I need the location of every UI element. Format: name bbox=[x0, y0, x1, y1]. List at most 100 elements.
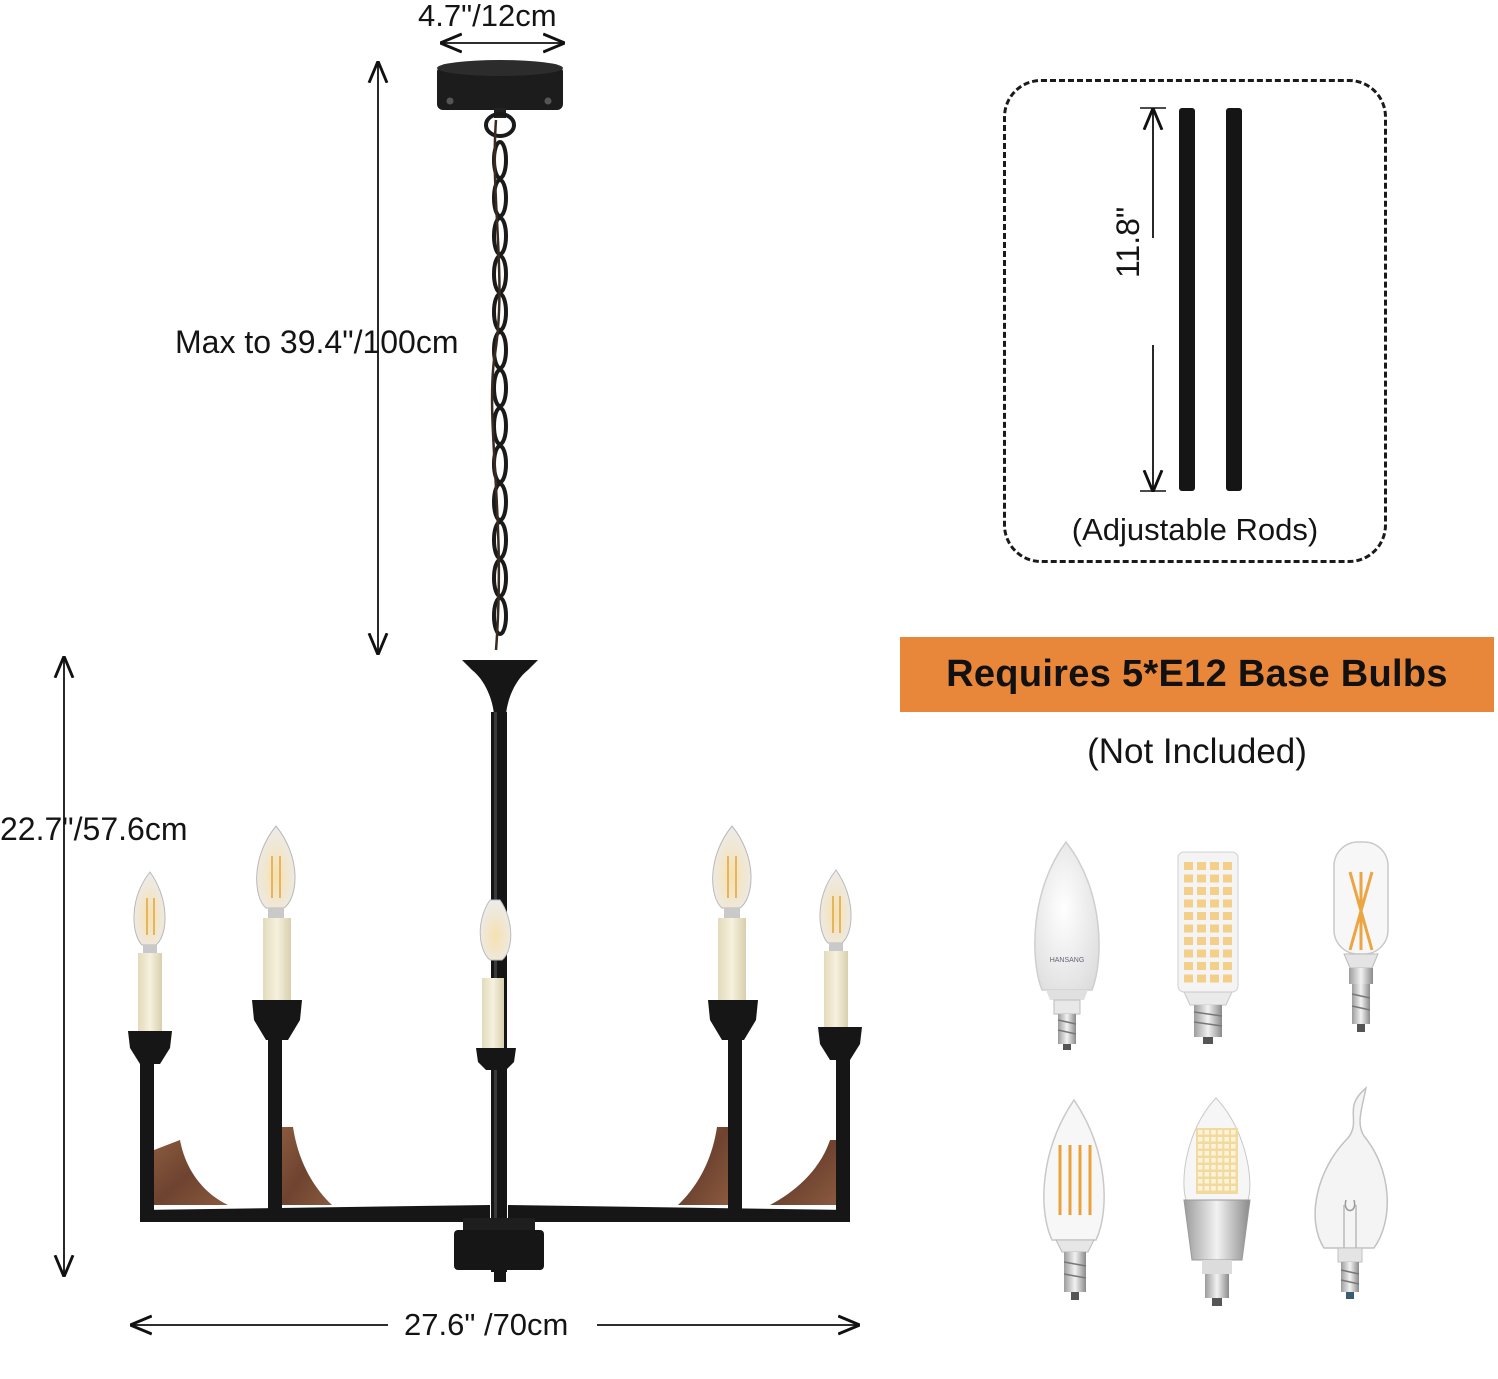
bulb-requirement-text: Requires 5*E12 Base Bulbs bbox=[946, 653, 1448, 695]
led-chip bbox=[1224, 1130, 1229, 1135]
led-chip bbox=[1197, 874, 1206, 883]
ceiling-canopy bbox=[437, 60, 563, 118]
adjustable-rods bbox=[1140, 107, 1242, 491]
led-chip bbox=[1198, 1172, 1203, 1177]
bulb-requirement-banner: Requires 5*E12 Base Bulbs bbox=[900, 637, 1494, 712]
led-chip bbox=[1210, 974, 1219, 983]
led-chip bbox=[1223, 912, 1232, 920]
led-chip bbox=[1210, 887, 1219, 895]
center-candle bbox=[476, 899, 516, 1070]
led-chip bbox=[1217, 1151, 1223, 1156]
led-chip bbox=[1198, 1179, 1203, 1184]
led-chip bbox=[1197, 949, 1206, 958]
frosted-candle-bulb-icon: HANSANG bbox=[1034, 840, 1100, 1050]
led-chip bbox=[1217, 1165, 1223, 1170]
led-chip bbox=[1204, 1186, 1210, 1191]
led-chip bbox=[1198, 1165, 1203, 1170]
led-chip bbox=[1217, 1172, 1223, 1177]
led-chip bbox=[1223, 974, 1232, 983]
candle-outer-left bbox=[128, 871, 172, 1064]
led-torpedo-bulb-icon bbox=[1183, 1097, 1251, 1306]
led-chip bbox=[1204, 1137, 1210, 1142]
led-chip bbox=[1217, 1130, 1223, 1135]
led-chip bbox=[1211, 1172, 1216, 1177]
led-chip bbox=[1204, 1172, 1210, 1177]
led-corn-bulb-icon bbox=[1177, 851, 1239, 1044]
led-chip bbox=[1210, 962, 1219, 970]
rods-panel: (Adjustable Rods) bbox=[1003, 79, 1387, 563]
led-chip bbox=[1204, 1165, 1210, 1170]
led-chip bbox=[1184, 912, 1193, 920]
led-chip bbox=[1210, 862, 1219, 870]
led-chip bbox=[1204, 1158, 1210, 1163]
led-chip bbox=[1197, 887, 1206, 895]
led-chip bbox=[1198, 1130, 1203, 1135]
center-stem bbox=[462, 660, 538, 1272]
led-chip bbox=[1231, 1130, 1236, 1135]
led-chip bbox=[1184, 974, 1193, 983]
bulb-logo-text: HANSANG bbox=[1050, 957, 1085, 964]
led-chip bbox=[1198, 1186, 1203, 1191]
led-chip bbox=[1211, 1158, 1216, 1163]
led-chip bbox=[1211, 1151, 1216, 1156]
height-label: 22.7"/57.6cm bbox=[0, 811, 188, 847]
led-chip bbox=[1224, 1179, 1229, 1184]
bulbs-not-included-note: (Not Included) bbox=[1087, 732, 1307, 771]
led-chip bbox=[1231, 1172, 1236, 1177]
led-chip bbox=[1224, 1165, 1229, 1170]
led-chip bbox=[1224, 1158, 1229, 1163]
led-chip bbox=[1211, 1130, 1216, 1135]
led-chip bbox=[1184, 924, 1193, 933]
led-chip bbox=[1211, 1165, 1216, 1170]
led-chip bbox=[1197, 912, 1206, 920]
led-chip bbox=[1224, 1137, 1229, 1142]
led-chip bbox=[1224, 1172, 1229, 1177]
led-chip bbox=[1204, 1151, 1210, 1156]
led-chip bbox=[1224, 1144, 1229, 1149]
led-chip bbox=[1198, 1158, 1203, 1163]
led-chip bbox=[1204, 1179, 1210, 1184]
led-chip bbox=[1211, 1179, 1216, 1184]
led-chip bbox=[1197, 974, 1206, 983]
led-chip bbox=[1231, 1165, 1236, 1170]
led-chip bbox=[1197, 962, 1206, 970]
led-chip bbox=[1184, 887, 1193, 895]
led-chip bbox=[1198, 1137, 1203, 1142]
led-chip bbox=[1231, 1186, 1236, 1191]
rod-length-label: 11.8" bbox=[1110, 206, 1146, 278]
led-chip bbox=[1223, 949, 1232, 958]
chandelier-arms bbox=[140, 1040, 850, 1282]
led-chip bbox=[1210, 912, 1219, 920]
led-chip bbox=[1210, 874, 1219, 883]
led-chip bbox=[1211, 1137, 1216, 1142]
led-chip bbox=[1223, 874, 1232, 883]
led-chip bbox=[1224, 1151, 1229, 1156]
led-chip bbox=[1231, 1179, 1236, 1184]
led-chip bbox=[1211, 1144, 1216, 1149]
led-chip bbox=[1198, 1144, 1203, 1149]
chain-length-label: Max to 39.4"/100cm bbox=[175, 324, 459, 360]
filament-candle-bulb-icon bbox=[1043, 1098, 1105, 1300]
candle-inner-left bbox=[252, 825, 302, 1040]
led-chip bbox=[1223, 899, 1232, 908]
led-chip bbox=[1184, 862, 1193, 870]
led-chip bbox=[1211, 1186, 1216, 1191]
led-chip bbox=[1210, 899, 1219, 908]
led-chip bbox=[1231, 1137, 1236, 1142]
rods-caption: (Adjustable Rods) bbox=[1071, 512, 1319, 547]
candle-inner-right bbox=[708, 825, 758, 1040]
canopy-width-label: 4.7"/12cm bbox=[418, 0, 557, 33]
led-chip bbox=[1184, 874, 1193, 883]
led-chip bbox=[1184, 962, 1193, 970]
led-chip bbox=[1197, 862, 1206, 870]
led-chip bbox=[1223, 862, 1232, 870]
width-label: 27.6" /70cm bbox=[404, 1307, 569, 1342]
led-chip bbox=[1223, 962, 1232, 970]
led-chip bbox=[1217, 1137, 1223, 1142]
led-chip bbox=[1223, 887, 1232, 895]
led-chip bbox=[1198, 1151, 1203, 1156]
led-chip bbox=[1223, 937, 1232, 945]
led-chip bbox=[1184, 899, 1193, 908]
led-chip bbox=[1210, 937, 1219, 945]
